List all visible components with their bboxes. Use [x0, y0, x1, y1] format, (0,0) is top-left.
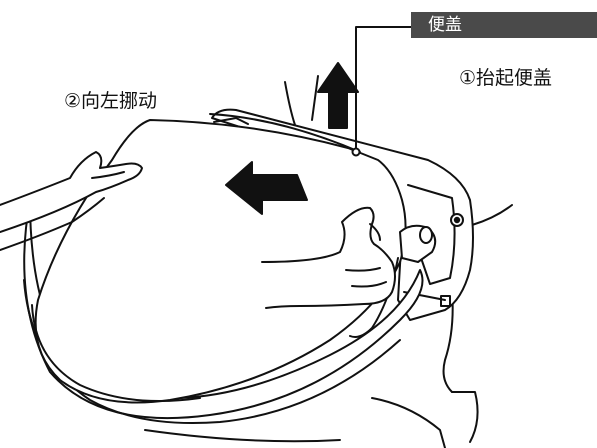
- left-hand: [0, 151, 143, 233]
- part-tag-seat-lid: 便盖: [411, 12, 597, 38]
- slide-left-arrow: [225, 161, 308, 215]
- seat-lid: [34, 119, 407, 404]
- hinge-pin: [349, 224, 437, 338]
- lift-up-arrow: [317, 62, 359, 129]
- step-1-label: ①抬起便盖: [459, 67, 553, 89]
- toilet-body: [144, 75, 513, 448]
- step-2-label: ②向左挪动: [64, 90, 158, 112]
- right-hand: [261, 206, 396, 309]
- leader-line: [355, 26, 412, 149]
